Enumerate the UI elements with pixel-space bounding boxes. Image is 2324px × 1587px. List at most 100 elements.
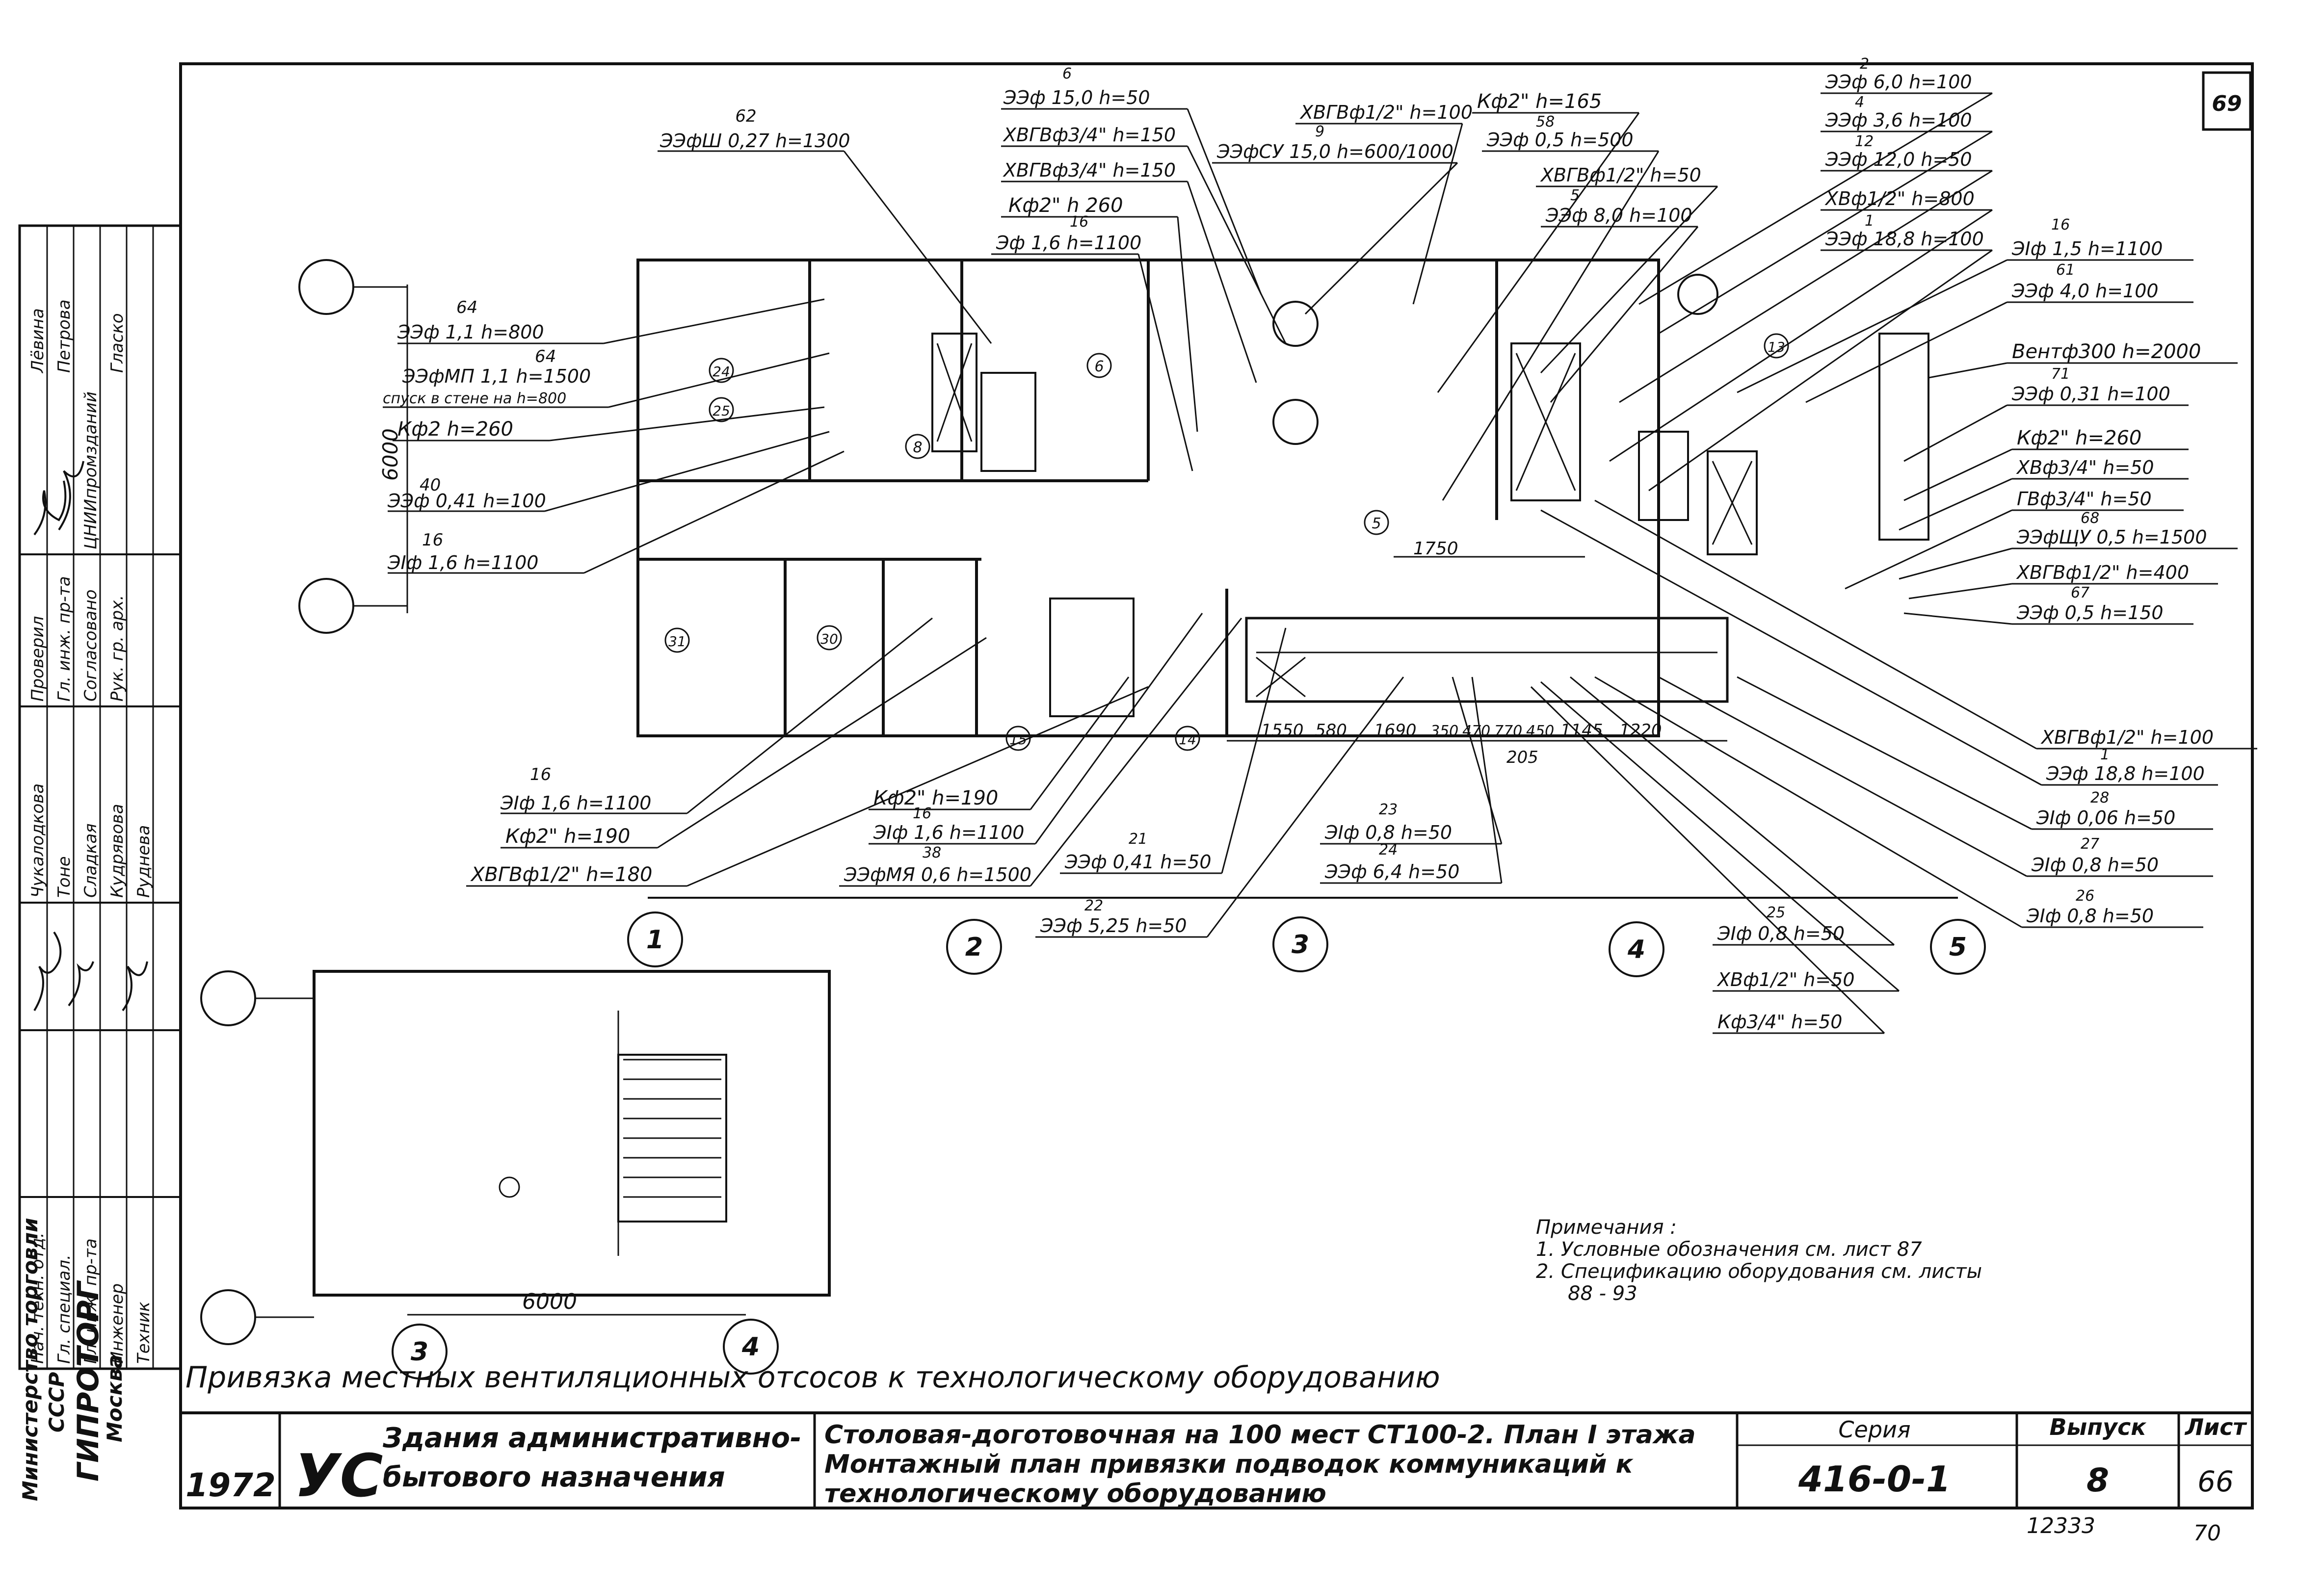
- notes-line-3: 88 - 93: [1568, 1282, 1637, 1305]
- stamp-role-8: Рук. гр. арх.: [107, 595, 127, 702]
- axis-bubble-d: [200, 1289, 256, 1345]
- callout-left-6: ЭЭф 0,41 h=100: [387, 490, 546, 512]
- tb-sheet-label: Лист: [2184, 1414, 2247, 1440]
- callout-top-7-num: 9: [1315, 123, 1324, 140]
- axis-mark-5: 5: [1930, 919, 1986, 975]
- notes-line-2: 2. Спецификацию оборудования см. листы: [1536, 1260, 1982, 1283]
- callout-top-1: ЭЭф 15,0 h=50: [1003, 87, 1150, 108]
- stamp-name-5: Лёвина: [28, 308, 48, 374]
- axis-mark-3: 3: [1272, 916, 1328, 972]
- tb-inventory-number: 12333: [2027, 1513, 2095, 1538]
- callout-left-3-num: 64: [535, 347, 556, 366]
- callouts-bottom: Кф2" h=190 16 ЭIф 1,6 h=1100 38 ЭЭфМЯ 0,…: [839, 787, 1899, 1034]
- callout-right-20: ЭIф 0,8 h=50: [2026, 905, 2154, 927]
- axis-mark-2: 2: [946, 919, 1002, 975]
- callout-top-3: ХВГВф3/4" h=150: [1003, 159, 1176, 181]
- tb-title-2: Монтажный план привязки подводок коммуни…: [824, 1450, 1634, 1479]
- dim-row-4: 470: [1462, 723, 1490, 740]
- tb-category-2: бытового назначения: [383, 1461, 725, 1493]
- callout-left-1: ЭЭфШ 0,27 h=1300: [660, 130, 850, 152]
- callout-right-11: ХВф3/4" h=50: [2016, 457, 2154, 478]
- callout-right-14: ХВГВф1/2" h=400: [2016, 562, 2189, 583]
- room-14: 14: [1179, 731, 1196, 748]
- stamp-org-4: Москва: [103, 1354, 127, 1442]
- callout-right-1: ЭЭф 6,0 h=100: [1825, 71, 1972, 93]
- room-30: 30: [820, 631, 838, 647]
- sheet-corner-number: 69: [2212, 91, 2242, 116]
- notes: Примечания : 1. Условные обозначения см.…: [1536, 1216, 1982, 1305]
- callout-right-9-num: 71: [2051, 365, 2070, 383]
- signature-2: [58, 461, 84, 531]
- callout-right-8: Вентф300 h=2000: [2012, 340, 2201, 363]
- stamp-name-0: Чукалодкова: [28, 783, 48, 898]
- callout-bottom-7: ЭЭф 5,25 h=50: [1040, 915, 1187, 937]
- stamp-role-3: Инженер: [107, 1283, 127, 1364]
- callout-right-9: ЭЭф 0,31 h=100: [2011, 383, 2170, 405]
- floor-plan: 6000: [378, 259, 1929, 742]
- callout-left-9: Кф2" h=190: [505, 825, 630, 848]
- callout-top-7: ЭЭфСУ 15,0 h=600/1000: [1216, 141, 1453, 162]
- callouts-right: 2 ЭЭф 6,0 h=100 4 ЭЭф 3,6 h=100 12 ЭЭф 1…: [1821, 55, 2257, 928]
- small-axis-mark-3: 3: [392, 1324, 448, 1379]
- callout-right-5: ЭЭф 18,8 h=100: [1825, 228, 1984, 250]
- axis-mark-1: 1: [627, 911, 683, 967]
- callout-right-3: ЭЭф 12,0 h=50: [1825, 149, 1972, 170]
- callout-bottom-2-num: 16: [913, 805, 931, 822]
- callout-left-4: спуск в стене на h=800: [383, 390, 566, 407]
- callout-right-15: ЭЭф 0,5 h=150: [2016, 602, 2164, 624]
- stamp-name-4: Руднева: [134, 825, 154, 898]
- callout-right-16: ХВГВф1/2" h=100: [2040, 727, 2214, 748]
- stamp-role-6: Гл. инж. пр-та: [54, 576, 74, 702]
- axis-mark-5-label: 5: [1949, 933, 1967, 962]
- dim-row-7: 1145: [1560, 721, 1603, 740]
- callout-right-7-num: 61: [2056, 261, 2075, 279]
- dim-6000-small: 6000: [522, 1289, 577, 1314]
- callout-bottom-6: ЭЭф 6,4 h=50: [1324, 861, 1459, 883]
- room-8: 8: [913, 439, 922, 456]
- dim-row-3: 350: [1430, 723, 1458, 740]
- stamp-org-3: ГИПРОТОРГ: [71, 1280, 106, 1482]
- callout-right-12: ГВф3/4" h=50: [2017, 488, 2152, 510]
- stamp-role-1: Гл. специал.: [54, 1254, 74, 1364]
- stamp-role-0: Нач. техн. отд.: [28, 1232, 48, 1364]
- small-axis-mark-4-label: 4: [741, 1332, 760, 1362]
- callout-right-17: ЭЭф 18,8 h=100: [2046, 763, 2205, 784]
- notes-heading: Примечания :: [1536, 1216, 1677, 1239]
- axis-mark-4: 4: [1609, 921, 1664, 977]
- callout-top-8: Кф2" h=165: [1477, 90, 1602, 113]
- callout-top-6: ХВГВф1/2" h=100: [1299, 102, 1473, 123]
- callout-right-13-num: 68: [2081, 510, 2099, 527]
- callout-bottom-4: ЭЭф 0,41 h=50: [1064, 851, 1212, 873]
- callout-right-15-num: 67: [2071, 584, 2089, 601]
- dim-row-5: 770: [1494, 723, 1522, 740]
- callout-top-9: ЭЭф 0,5 h=500: [1486, 129, 1634, 151]
- signature-1: [33, 480, 67, 536]
- callout-bottom-8-num: 25: [1767, 904, 1785, 921]
- dim-6000-vertical: 6000: [378, 428, 402, 481]
- tb-category-1: Здания административно-: [382, 1422, 801, 1454]
- callout-left-10: ХВГВф1/2" h=180: [470, 863, 652, 886]
- room-13: 13: [1768, 339, 1785, 355]
- stamp-role-2: Гл. инж. пр-та: [81, 1238, 101, 1364]
- stamp-name-3: Кудрявова: [107, 804, 127, 898]
- room-31: 31: [668, 633, 686, 650]
- callout-right-5-num: 1: [1865, 212, 1874, 230]
- callout-bottom-5-num: 23: [1379, 801, 1398, 818]
- callout-bottom-9: ХВф1/2" h=50: [1717, 969, 1855, 990]
- callout-left-2-num: 64: [456, 298, 477, 317]
- tb-title-3: технологическому оборудованию: [824, 1479, 1326, 1509]
- callout-right-19: ЭIф 0,8 h=50: [2031, 854, 2159, 876]
- axis-bubble-a: [298, 259, 354, 315]
- callout-bottom-2: ЭIф 1,6 h=1100: [873, 822, 1024, 843]
- callout-right-19-num: 27: [2081, 835, 2099, 853]
- axis-mark-3-label: 3: [1292, 930, 1309, 960]
- tb-series-label: Серия: [1838, 1416, 1910, 1443]
- signature-5: [122, 961, 148, 1012]
- callout-right-3-num: 12: [1855, 133, 1874, 150]
- callout-right-6: ЭIф 1,5 h=1100: [2011, 238, 2163, 260]
- stamp-role-5: Проверил: [28, 616, 48, 702]
- tb-series-value: 416-0-1: [1798, 1458, 1951, 1500]
- stamp-org-1: Министерство торговли: [18, 1218, 42, 1501]
- axis-mark-2-label: 2: [965, 933, 983, 962]
- callout-right-18: ЭIф 0,06 h=50: [2036, 807, 2175, 829]
